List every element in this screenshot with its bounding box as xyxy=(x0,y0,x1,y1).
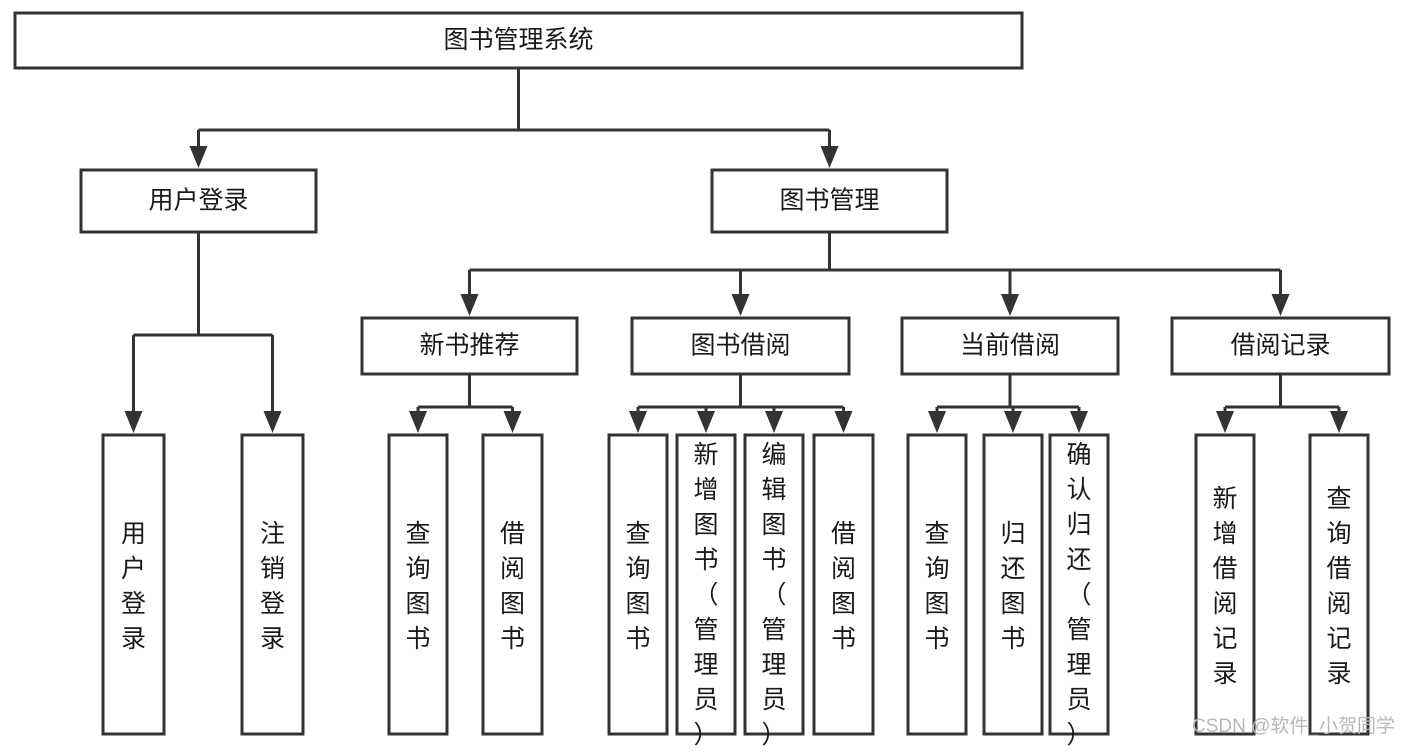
node-label-book-borrow: 图书借阅 xyxy=(690,332,790,360)
node-box-leaf-borrow-book-2[interactable] xyxy=(812,433,875,736)
node-new-book-recommend[interactable]: 新书推荐 xyxy=(360,316,579,376)
node-current-borrow[interactable]: 当前借阅 xyxy=(900,316,1120,376)
node-label-root: 图书管理系统 xyxy=(443,26,593,54)
arrow-head-icon-leaf-borrow-book-2 xyxy=(834,411,853,433)
node-borrow-record[interactable]: 借阅记录 xyxy=(1170,316,1391,376)
node-box-leaf-query-book-2[interactable] xyxy=(607,433,669,736)
node-book-borrow[interactable]: 图书借阅 xyxy=(630,316,851,376)
arrow-head-icon-leaf-query-book-3 xyxy=(928,411,946,433)
node-label-leaf-add-record: 新增借阅记录 xyxy=(1212,485,1237,688)
node-label-leaf-query-record: 查询借阅记录 xyxy=(1326,485,1351,688)
node-label-leaf-query-book-1: 查询图书 xyxy=(405,520,430,653)
node-leaf-confirm-return[interactable]: 确认归还（管理员） xyxy=(1048,433,1110,749)
node-label-leaf-user-login: 用户登录 xyxy=(121,520,146,653)
arrow-head-icon-leaf-edit-book xyxy=(765,411,783,433)
arrow-head-icon-leaf-add-book xyxy=(697,411,715,433)
arrow-head-icon-leaf-borrow-book-1 xyxy=(503,411,522,433)
node-leaf-edit-book[interactable]: 编辑图书（管理员） xyxy=(743,433,805,749)
csdn-watermark: CSDN @软件_小贺同学 xyxy=(1192,715,1395,737)
node-box-leaf-query-book-3[interactable] xyxy=(906,433,968,736)
node-box-book-management[interactable] xyxy=(710,168,949,234)
node-label-new-book-recommend: 新书推荐 xyxy=(419,332,519,360)
node-label-book-management: 图书管理 xyxy=(779,187,879,215)
arrow-head-icon-new-book-recommend xyxy=(460,294,479,316)
node-label-borrow-record: 借阅记录 xyxy=(1230,332,1330,360)
node-box-borrow-record[interactable] xyxy=(1170,316,1391,376)
node-box-new-book-recommend[interactable] xyxy=(360,316,579,376)
node-box-leaf-logout[interactable] xyxy=(240,433,305,736)
node-box-leaf-add-book[interactable] xyxy=(675,433,737,736)
arrow-head-icon-leaf-add-record xyxy=(1216,411,1234,433)
node-box-leaf-confirm-return[interactable] xyxy=(1048,433,1110,736)
node-leaf-add-record[interactable]: 新增借阅记录 xyxy=(1194,433,1256,736)
node-leaf-query-book-3[interactable]: 查询图书 xyxy=(906,433,968,736)
node-boxes-layer: 图书管理系统用户登录图书管理新书推荐图书借阅当前借阅借阅记录用户登录注销登录查询… xyxy=(13,11,1391,749)
node-box-user-login[interactable] xyxy=(79,168,318,234)
node-leaf-add-book[interactable]: 新增图书（管理员） xyxy=(675,433,737,749)
node-label-leaf-edit-book: 编辑图书（管理员） xyxy=(761,441,786,747)
node-box-leaf-query-book-1[interactable] xyxy=(387,433,449,736)
node-label-leaf-query-book-2: 查询图书 xyxy=(625,520,650,653)
node-box-leaf-query-record[interactable] xyxy=(1308,433,1370,736)
arrow-head-icon-user-login xyxy=(189,146,208,168)
arrow-head-icon-leaf-confirm-return xyxy=(1070,411,1088,433)
node-leaf-return-book[interactable]: 归还图书 xyxy=(982,433,1044,736)
node-box-leaf-user-login[interactable] xyxy=(101,433,166,736)
connector-lines-layer xyxy=(124,68,1348,433)
node-label-leaf-add-book: 新增图书（管理员） xyxy=(693,441,718,747)
arrow-head-icon-leaf-user-login xyxy=(124,411,143,433)
node-box-current-borrow[interactable] xyxy=(900,316,1120,376)
node-box-book-borrow[interactable] xyxy=(630,316,851,376)
node-book-management[interactable]: 图书管理 xyxy=(710,168,949,234)
node-leaf-query-book-1[interactable]: 查询图书 xyxy=(387,433,449,736)
arrow-head-icon-leaf-query-book-2 xyxy=(629,411,647,433)
node-label-leaf-logout: 注销登录 xyxy=(260,520,285,653)
node-label-user-login: 用户登录 xyxy=(148,187,248,215)
node-leaf-query-record[interactable]: 查询借阅记录 xyxy=(1308,433,1370,736)
node-root[interactable]: 图书管理系统 xyxy=(13,11,1024,70)
arrow-head-icon-leaf-return-book xyxy=(1004,411,1022,433)
arrow-head-icon-leaf-logout xyxy=(263,411,282,433)
node-label-leaf-query-book-3: 查询图书 xyxy=(924,520,949,653)
node-label-leaf-return-book: 归还图书 xyxy=(1000,520,1025,653)
node-box-leaf-return-book[interactable] xyxy=(982,433,1044,736)
arrow-head-icon-current-borrow xyxy=(1001,294,1019,316)
node-leaf-borrow-book-1[interactable]: 借阅图书 xyxy=(481,433,544,736)
node-user-login[interactable]: 用户登录 xyxy=(79,168,318,234)
arrow-head-icon-book-management xyxy=(820,146,839,168)
node-box-leaf-edit-book[interactable] xyxy=(743,433,805,736)
node-box-leaf-add-record[interactable] xyxy=(1194,433,1256,736)
arrow-head-icon-leaf-query-record xyxy=(1330,411,1348,433)
arrow-head-icon-leaf-query-book-1 xyxy=(409,411,427,433)
node-box-leaf-borrow-book-1[interactable] xyxy=(481,433,544,736)
arrow-head-icon-book-borrow xyxy=(731,294,750,316)
arrow-head-icon-borrow-record xyxy=(1271,294,1290,316)
node-label-leaf-borrow-book-2: 借阅图书 xyxy=(831,520,856,653)
node-label-leaf-borrow-book-1: 借阅图书 xyxy=(500,520,525,653)
node-leaf-logout[interactable]: 注销登录 xyxy=(240,433,305,736)
node-label-current-borrow: 当前借阅 xyxy=(960,332,1060,360)
node-label-leaf-confirm-return: 确认归还（管理员） xyxy=(1066,441,1091,747)
node-leaf-query-book-2[interactable]: 查询图书 xyxy=(607,433,669,736)
node-box-root[interactable] xyxy=(13,11,1024,70)
node-leaf-user-login[interactable]: 用户登录 xyxy=(101,433,166,736)
node-leaf-borrow-book-2[interactable]: 借阅图书 xyxy=(812,433,875,736)
